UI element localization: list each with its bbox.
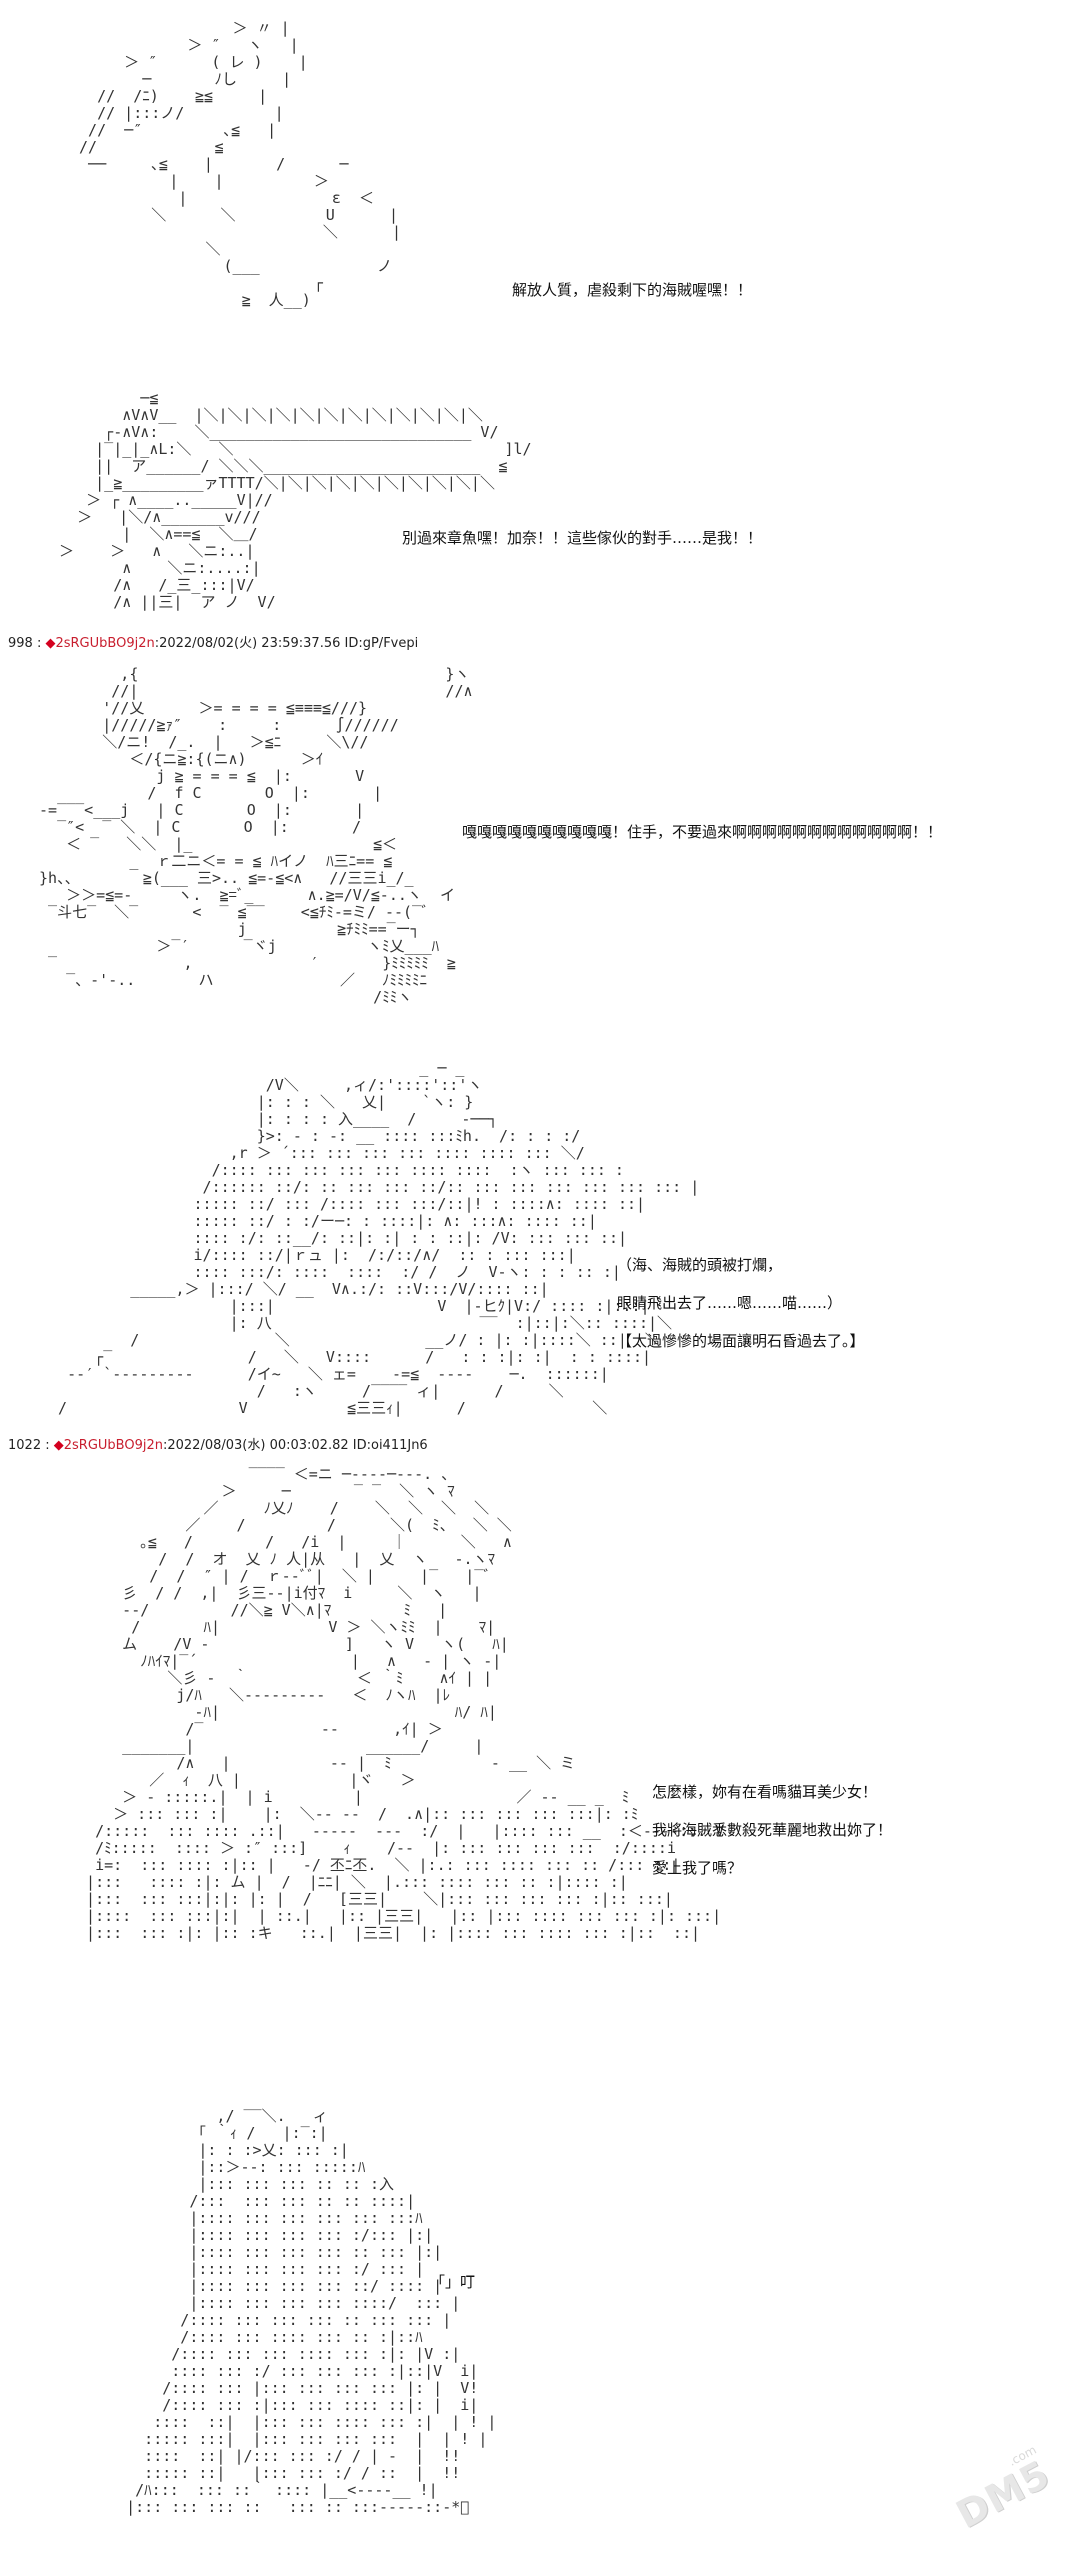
dialog-panel-5: 怎麼樣，妳有在看嗎貓耳美少女！ 我將海賊悉數殺死華麗地救出妳了！ 愛上我了嗎？ [652, 1782, 892, 1896]
watermark-logo: DM5 [949, 2451, 1057, 2538]
dialog-panel-3: 嘎嘎嘎嘎嘎嘎嘎嘎嘎嘎！住手，不要過來啊啊啊啊啊啊啊啊啊啊啊啊！！ [462, 822, 942, 860]
dialog-line: 愛上我了嗎？ [652, 1859, 743, 1877]
post-datetime: :2022/08/03(水) 00:03:02.82 ID:oi411Jn6 [162, 1438, 428, 1453]
dialog-line: 【太過慘慘的場面讓明石昏過去了。】 [617, 1332, 865, 1350]
ascii-art-schoolboy: ‾‾‾‾ ＜=ニ ─‐‐‐‐─‐‐‐. 、 ＞ ─ ‾ ‾ ＼ ヽ ﾏ ／ ﾉ乂… [86, 1465, 725, 1942]
dialog-line: 解放人質，虐殺剩下的海賊喔嘿！！ [512, 281, 753, 299]
post-header: 998 : ◆2sRGUbBO9j2n:2022/08/02(火) 23:59:… [8, 632, 418, 651]
dialog-line: 怎麼樣，妳有在看嗎貓耳美少女！ [652, 1783, 878, 1801]
post-trip[interactable]: 2sRGUbBO9j2n [55, 636, 155, 651]
diamond-icon: ◆ [45, 636, 56, 651]
ascii-art-blade: ─≦ ∧V∧V__ |＼|＼|＼|＼|＼|＼|＼|＼|＼|＼|＼|＼ ┌-∧V∧… [59, 389, 532, 611]
dialog-line: 「」叮 [430, 2273, 476, 2291]
dialog-line: 眼睛飛出去了……嗯……喵……） [617, 1294, 843, 1312]
post-header: 1022 : ◆2sRGUbBO9j2n:2022/08/03(水) 00:03… [8, 1434, 428, 1453]
post-separator: : [41, 1438, 54, 1453]
dialog-panel-4: （海、海賊的頭被打爛， 眼睛飛出去了……嗯……喵……） 【太過慘慘的場面讓明石昏… [617, 1255, 865, 1369]
ascii-art-bunny: ＞ 〃 | ＞ ″ ヽ | ＞ ″ ( レ ) | ─ ﾉし | // /ﾆ) … [79, 19, 402, 309]
dialog-panel-6: 「」叮 [430, 2272, 475, 2310]
diamond-icon: ◆ [53, 1438, 64, 1453]
dialog-panel-1: 解放人質，虐殺剩下的海賊喔嘿！！ [512, 280, 752, 318]
post-number: 998 [8, 636, 33, 651]
dialog-line: 嘎嘎嘎嘎嘎嘎嘎嘎嘎嘎！住手，不要過來啊啊啊啊啊啊啊啊啊啊啊啊！！ [462, 823, 943, 841]
dialog-line: 我將海賊悉數殺死華麗地救出妳了！ [652, 1821, 893, 1839]
dialog-line: （海、海賊的頭被打爛， [617, 1256, 783, 1274]
dialog-line: 別過來章魚嘿！加奈！！這些傢伙的對手……是我！！ [402, 529, 763, 547]
dialog-panel-2: 別過來章魚嘿！加奈！！這些傢伙的對手……是我！！ [402, 528, 762, 566]
ascii-art-catgirl-back: ,/ ‾‾＼. ィ ｢ ｀ｨ / |:‾:| |: : :>乂: ::: :| … [126, 2107, 497, 2516]
post-separator: : [32, 636, 46, 651]
ascii-art-horned-monster: ,{ }ヽ //| //∧ '//乂 ＞= = = = ≦≡≡≡≦///} |/… [39, 665, 473, 1006]
site-watermark: .com DM5 [936, 2417, 1080, 2553]
post-trip[interactable]: 2sRGUbBO9j2n [63, 1438, 163, 1453]
ascii-art-catgirl-fainted: _ ─ _ /V＼ ,ィ/:'::::'::'ヽ |: : : ＼ 乂| `ヽ:… [58, 1059, 700, 1417]
post-number: 1022 [8, 1438, 42, 1453]
post-datetime: :2022/08/02(火) 23:59:37.56 ID:gP/Fvepi [154, 636, 419, 651]
